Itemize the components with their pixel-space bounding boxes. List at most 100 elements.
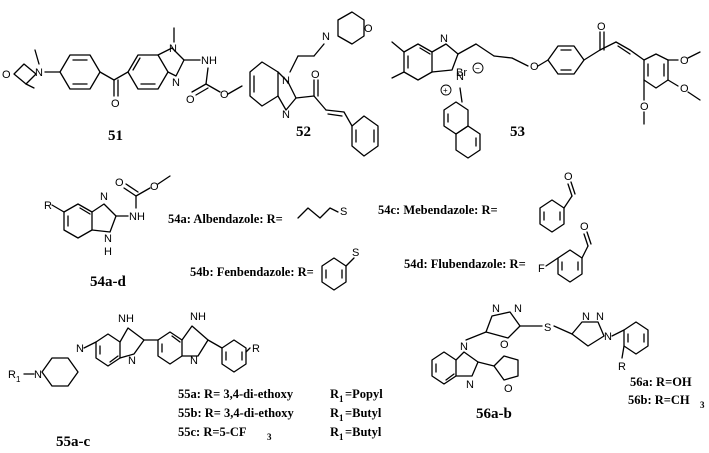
r1-subscript: 1 <box>16 375 21 384</box>
compound-53-label: 53 <box>510 124 525 140</box>
sulfur-54b: S <box>352 247 359 259</box>
benzimidazole-n3: N <box>282 109 290 121</box>
bromide-ion: Br <box>456 67 467 79</box>
label-55b-r1-sub: 1 <box>339 413 344 423</box>
compound-54-label: 54a-d <box>90 274 126 290</box>
label-55c-r: 55c: R=5-CF <box>178 425 247 439</box>
chalcone-oxygen: O <box>597 21 606 33</box>
ether-oxygen: O <box>530 61 539 73</box>
benzimidazole-n3: N <box>172 77 180 89</box>
morpholine-oxygen: O <box>364 23 373 35</box>
structure-51: O N O N N NH O O 51 <box>2 27 243 144</box>
benzimidazole-n1: N <box>104 233 112 245</box>
structure-53: N N + Br − O O O O <box>391 21 701 159</box>
imidazolium-n1: N <box>456 71 464 83</box>
thioether-sulfur: S <box>544 322 551 334</box>
compound-55-label: 55a-c <box>56 434 90 450</box>
label-56b: 56b: R=CH <box>628 393 690 407</box>
oxygen-54c: O <box>564 171 573 183</box>
fluorobenzoyl-ring <box>557 249 583 283</box>
label-55a-r1-symbol: R <box>330 387 340 401</box>
propylthio-chain <box>297 207 339 219</box>
label-55b-r: 55b: R= 3,4-di-ethoxy <box>178 406 295 420</box>
triazole-ring <box>571 321 605 347</box>
ester-oxygen: O <box>220 89 229 101</box>
phenylthio-ring <box>321 257 347 291</box>
morpholine-nitrogen: N <box>322 31 330 43</box>
compound-51-label: 51 <box>108 128 123 144</box>
enone-oxygen: O <box>311 69 320 81</box>
benzimidazole-n1: N <box>460 341 468 353</box>
label-56a: 56a: R=OH <box>630 375 692 389</box>
imidazolium-n3: N <box>440 33 448 45</box>
furan-oxygen: O <box>504 383 513 395</box>
substituent-r: R <box>44 200 52 212</box>
label-54c: 54c: Mebendazole: R= <box>378 203 498 217</box>
piperazine-ring <box>41 357 79 387</box>
substituent-r-56: R <box>618 361 626 373</box>
methoxy-oxygen-3: O <box>640 101 649 113</box>
oxygen-54d: O <box>580 221 589 233</box>
substituent-r-55: R <box>252 343 260 355</box>
methoxy-oxygen-2: O <box>680 83 689 95</box>
carbamate-nh: NH <box>129 211 145 223</box>
substituent-r1: R <box>8 369 16 381</box>
label-55b-r1: =Butyl <box>345 406 382 420</box>
compound-56-label: 56a-b <box>476 406 512 422</box>
oxadiazole-ring <box>485 311 521 339</box>
negative-charge: − <box>475 64 480 73</box>
benzimidazole-nh-2: NH <box>190 311 206 323</box>
oxetane-ring <box>13 63 37 85</box>
benzimidazole-n-2: N <box>190 355 198 367</box>
label-55a-r1: =Popyl <box>345 387 383 401</box>
label-55a-r: 55a: R= 3,4-di-ethoxy <box>178 387 294 401</box>
label-55a-r1-sub: 1 <box>339 394 344 404</box>
label-54a: 54a: Albendazole: R= <box>168 212 283 226</box>
label-54d: 54d: Flubendazole: R= <box>404 257 526 271</box>
benzimidazole-n1: N <box>169 43 177 55</box>
benzimidazole-h: H <box>104 246 112 258</box>
label-55b-r1-symbol: R <box>330 406 340 420</box>
morpholine-ring <box>337 11 365 45</box>
triazole-n1: N <box>604 331 612 343</box>
piperazine-n4: N <box>34 369 42 381</box>
triazole-n3: N <box>582 311 590 323</box>
amine-nitrogen: N <box>35 67 43 79</box>
carbamate-oxygen: O <box>186 94 195 106</box>
label-55c-r1-sub: 1 <box>339 432 344 442</box>
fluorine-54d: F <box>538 263 545 275</box>
naphthyl-ring-2 <box>455 125 481 159</box>
carbamate-nh: NH <box>201 55 217 67</box>
ketone-oxygen: O <box>111 98 120 110</box>
structure-52: O N N N O 52 <box>249 11 379 157</box>
structure-54: R N N H NH O O 54a-d 54a: Albendazole: R… <box>44 171 592 291</box>
piperazine-n1: N <box>76 343 84 355</box>
phenyl-ring <box>351 115 379 157</box>
aryl-ring <box>221 339 247 373</box>
label-55c-r1-symbol: R <box>330 425 340 439</box>
oxadiazole-oxygen: O <box>500 339 509 351</box>
triazole-n2: N <box>596 311 604 323</box>
label-54b: 54b: Fenbendazole: R= <box>190 265 314 279</box>
benzimidazole-nh-1: NH <box>118 313 134 325</box>
benzimidazole-n3: N <box>100 191 108 203</box>
oxetane-oxygen: O <box>2 69 11 81</box>
benzimidazole-n-1: N <box>128 355 136 367</box>
oxadiazole-n3: N <box>492 303 500 315</box>
positive-charge: + <box>443 86 448 95</box>
benzimidazole-n3: N <box>466 379 474 391</box>
structure-56: N N O N N O S N N N R 56a: R=OH 56b: R=C… <box>431 303 705 422</box>
structure-55: R 1 N N NH N NH N R 55a-c 55a: R= 3,4-di… <box>8 311 383 450</box>
sulfur-54a: S <box>340 206 347 218</box>
benzimidazole-n1: N <box>282 75 290 87</box>
oxadiazole-n4: N <box>514 303 522 315</box>
ch3-subscript: 3 <box>700 400 705 410</box>
label-55c-r1: =Butyl <box>345 425 382 439</box>
methoxy-oxygen-1: O <box>680 55 689 67</box>
cf3-subscript: 3 <box>267 432 272 442</box>
ester-oxygen: O <box>150 181 159 193</box>
furan-ring <box>493 355 519 381</box>
carbamate-oxygen: O <box>115 177 124 189</box>
benzoyl-ring <box>539 199 565 233</box>
